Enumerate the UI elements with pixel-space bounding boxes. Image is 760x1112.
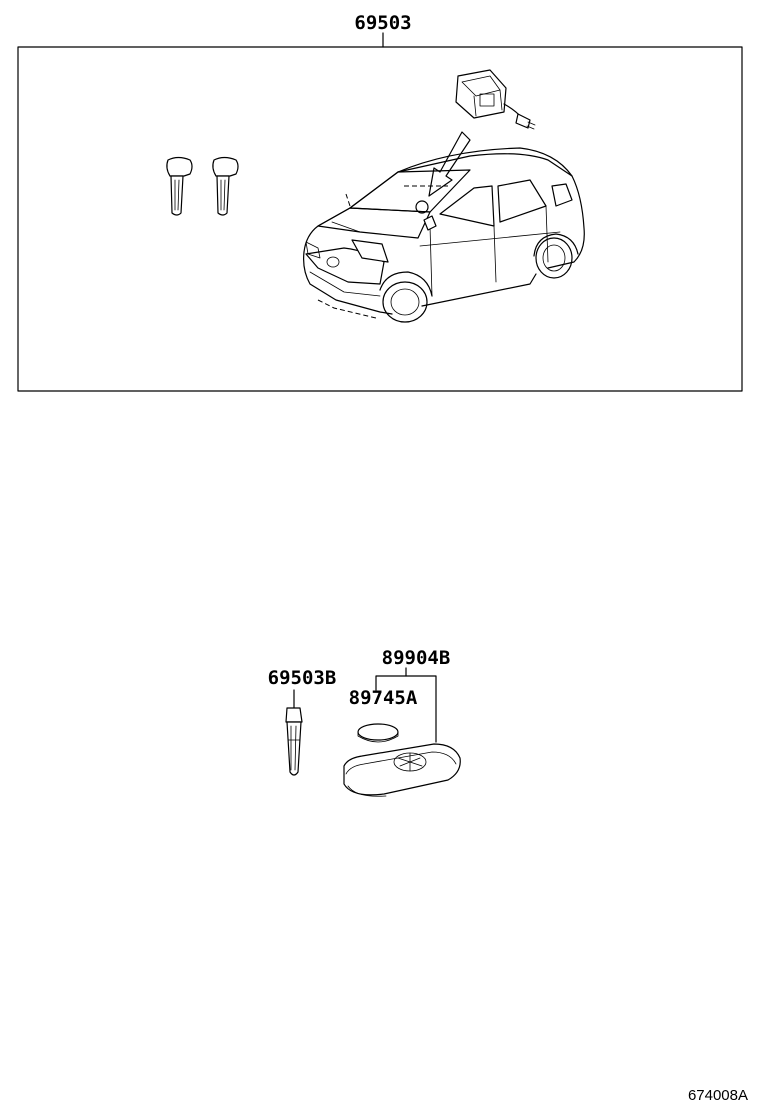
part-label-89904B[interactable]: 89904B <box>382 647 451 669</box>
key-right[interactable] <box>212 156 239 216</box>
vehicle-illustration <box>303 147 585 323</box>
diagram-reference: 674008A <box>688 1087 748 1104</box>
part-label-89745A[interactable]: 89745A <box>349 687 418 709</box>
part-label-69503[interactable]: 69503 <box>354 12 411 34</box>
key-left[interactable] <box>166 156 193 216</box>
kit-frame <box>17 46 743 392</box>
part-label-69503B[interactable]: 69503B <box>268 667 337 689</box>
smart-key-fob[interactable] <box>343 743 461 797</box>
battery-89745A[interactable] <box>357 723 399 743</box>
location-arrow <box>428 131 471 197</box>
key-blade-69503B[interactable] <box>285 707 303 776</box>
receiver-module[interactable] <box>455 69 536 130</box>
